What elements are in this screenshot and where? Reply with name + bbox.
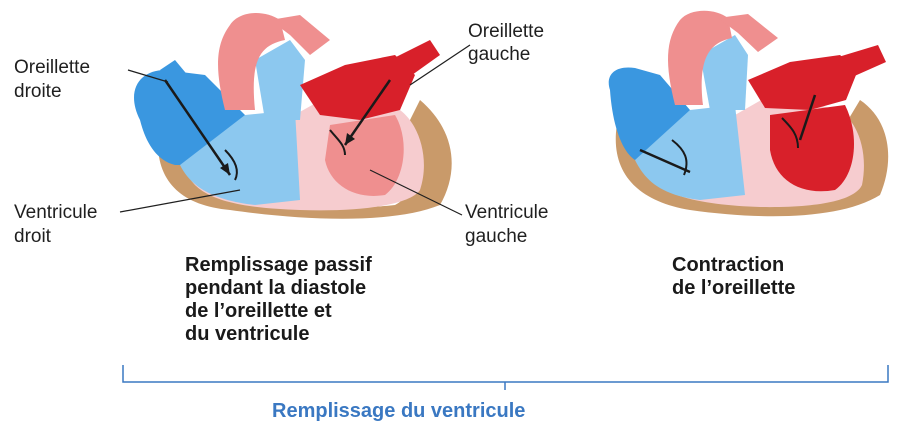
left-heart-illustration	[134, 13, 452, 219]
bracket	[123, 365, 888, 382]
caption-passive-line3: de l’oreillette et	[185, 300, 332, 322]
label-left-ventricle-line2: gauche	[465, 226, 527, 247]
label-right-ventricle-line1: Ventricule	[14, 202, 97, 223]
label-right-atrium-line2: droite	[14, 81, 62, 102]
label-right-ventricle-line2: droit	[14, 226, 52, 247]
caption-passive-line2: pendant la diastole	[185, 277, 366, 299]
label-left-ventricle-line1: Ventricule	[465, 202, 548, 223]
label-right-atrium-line1: Oreillette	[14, 57, 90, 78]
label-left-atrium-line2: gauche	[468, 44, 530, 65]
caption-contraction-line2: de l’oreillette	[672, 277, 795, 299]
caption-passive-line1: Remplissage passif	[185, 254, 372, 276]
label-left-atrium-line1: Oreillette	[468, 21, 544, 42]
caption-contraction-line1: Contraction	[672, 254, 784, 276]
bottom-title: Remplissage du ventricule	[272, 400, 525, 422]
caption-passive-line4: du ventricule	[185, 323, 309, 345]
right-heart-illustration	[609, 11, 888, 217]
